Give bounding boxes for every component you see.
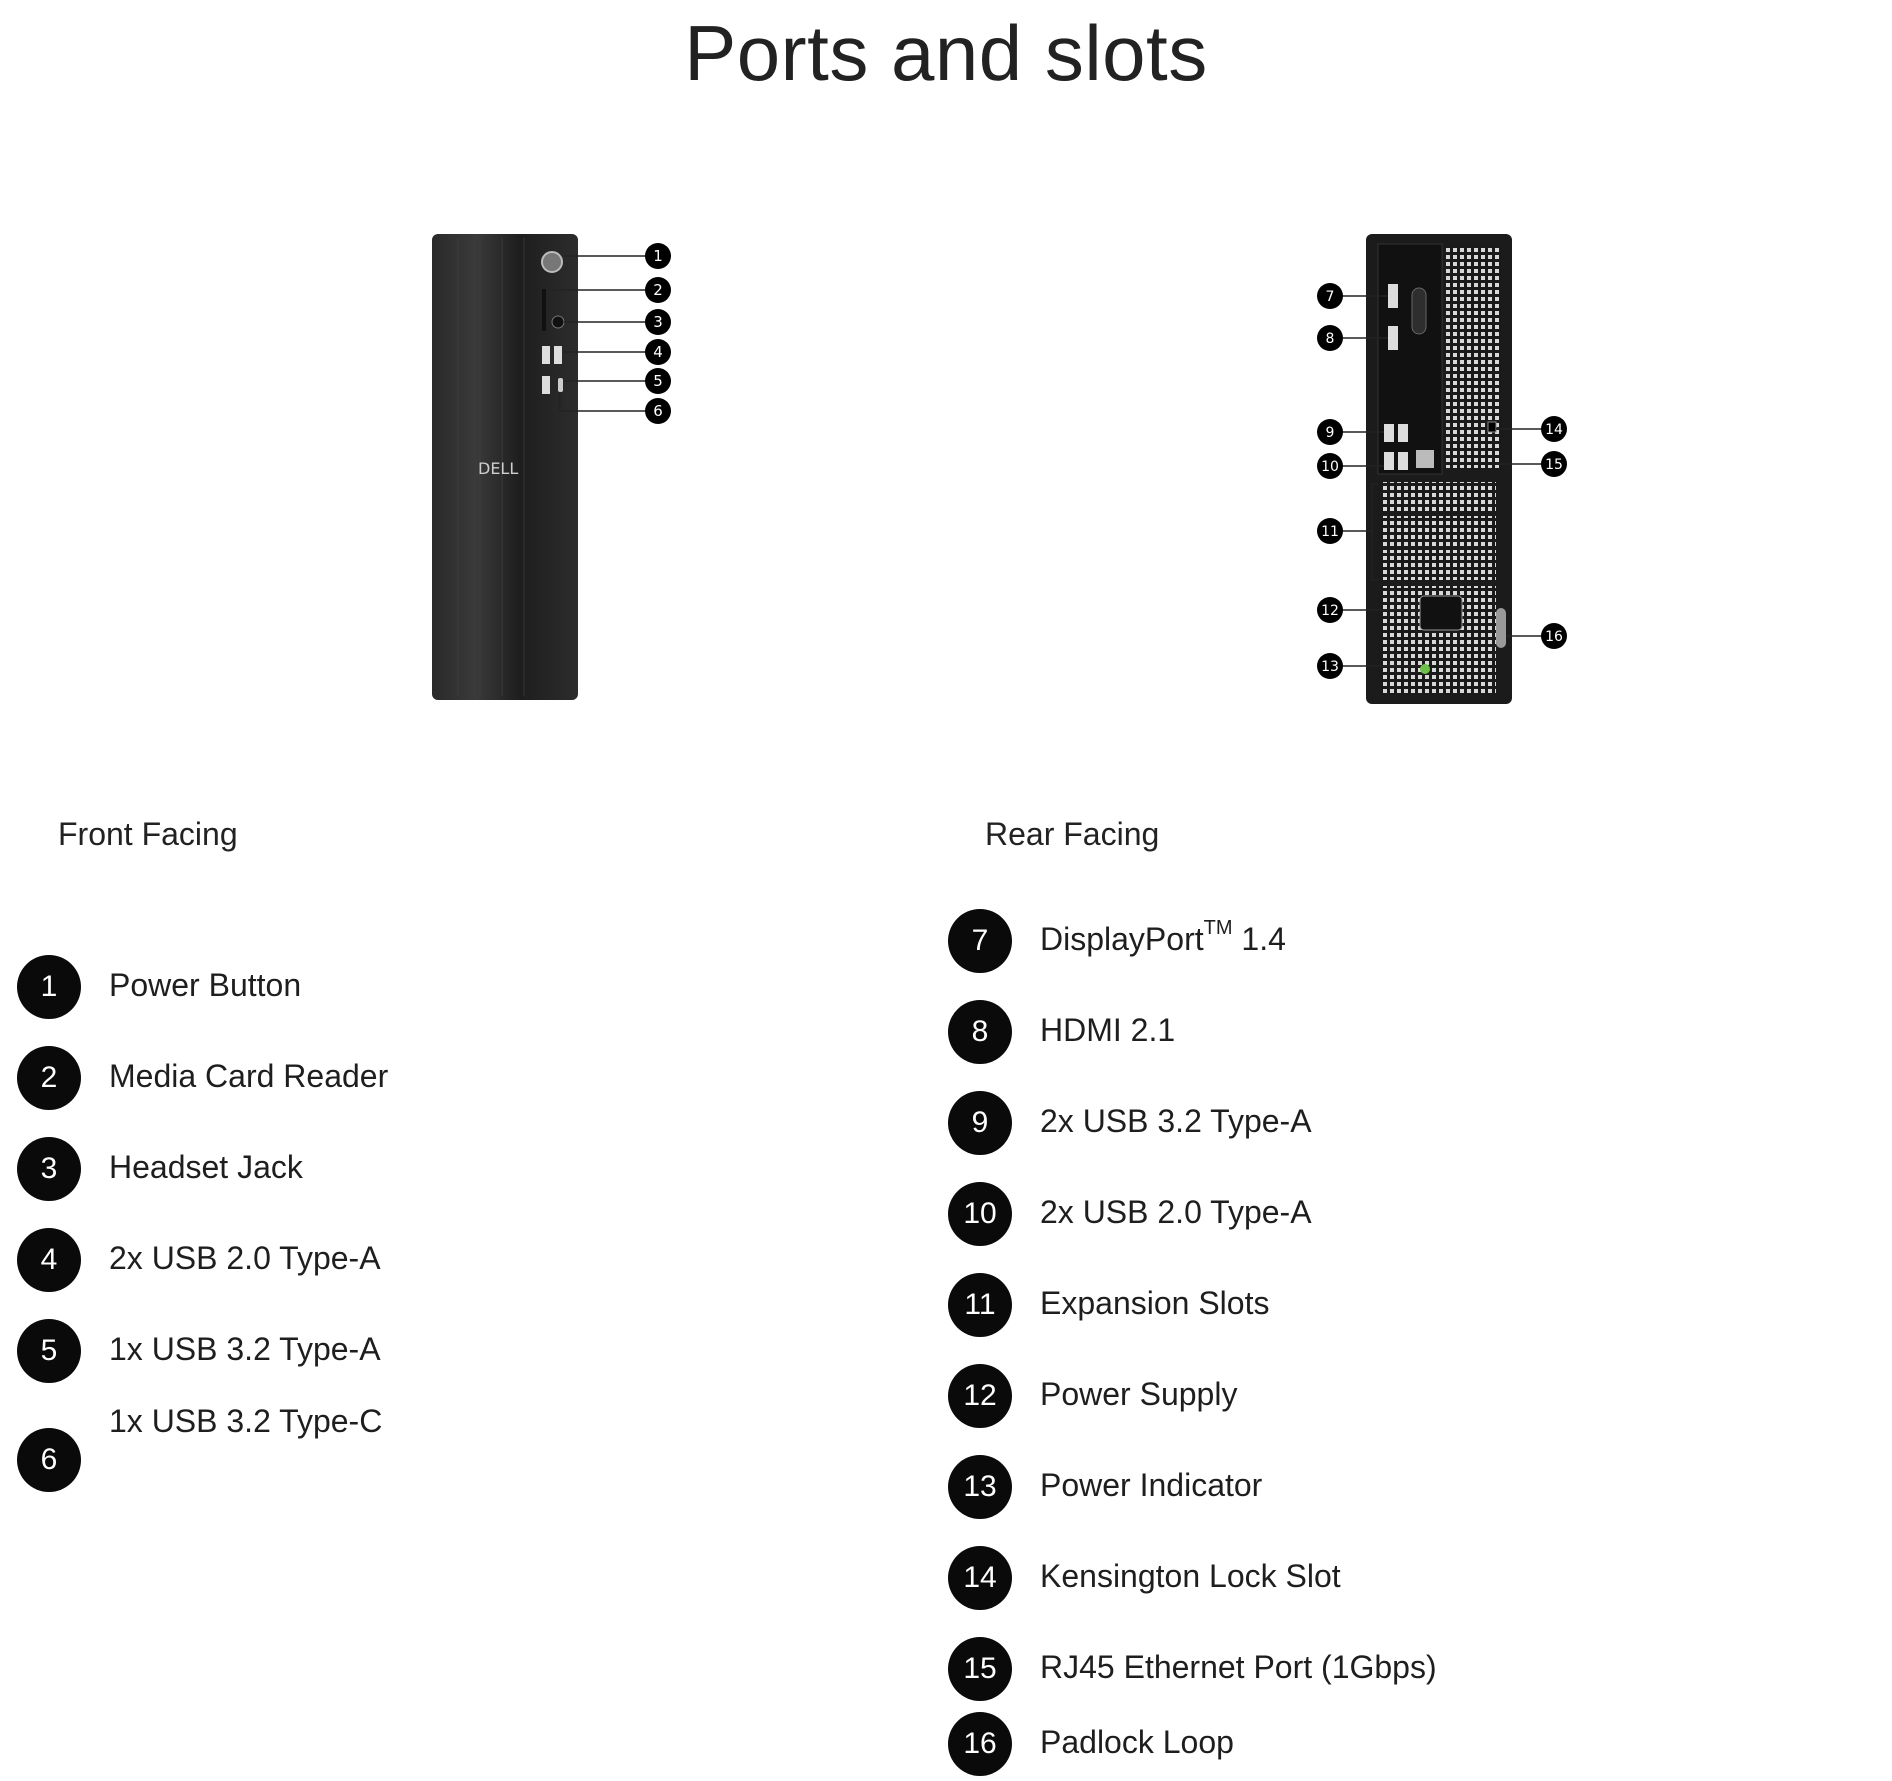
rear-facing-heading: Rear Facing [985, 816, 1160, 852]
svg-text:12: 12 [1321, 603, 1339, 619]
svg-text:5: 5 [653, 372, 663, 390]
number-badge: 9 [948, 1091, 1012, 1155]
port-label: Power Button [109, 967, 302, 1003]
port-label: RJ45 Ethernet Port (1Gbps) [1040, 1649, 1437, 1685]
port-label: 2x USB 2.0 Type-A [1040, 1194, 1312, 1230]
number-badge: 12 [948, 1364, 1012, 1428]
number-badge: 13 [948, 1455, 1012, 1519]
rear-view-image: 7 8 9 10 11 12 13 14 15 16 [1317, 234, 1567, 704]
front-facing-heading: Front Facing [58, 816, 238, 852]
svg-text:13: 13 [1321, 659, 1339, 675]
svg-text:6: 6 [653, 402, 663, 420]
number-badge: 14 [948, 1546, 1012, 1610]
number-badge: 15 [948, 1637, 1012, 1701]
number-badge: 3 [17, 1137, 81, 1201]
number-badge: 4 [17, 1228, 81, 1292]
svg-text:8: 8 [1326, 331, 1335, 347]
port-label: DisplayPortTM 1.4 [1040, 917, 1286, 957]
svg-text:3: 3 [653, 313, 663, 331]
svg-text:15: 15 [1545, 457, 1563, 473]
port-label: Media Card Reader [109, 1058, 389, 1094]
svg-text:1: 1 [653, 247, 663, 265]
port-label: 2x USB 3.2 Type-A [1040, 1103, 1312, 1139]
number-badge: 6 [17, 1428, 81, 1492]
svg-text:11: 11 [1321, 524, 1339, 540]
port-label: 1x USB 3.2 Type-C [109, 1403, 383, 1439]
port-label: Headset Jack [109, 1149, 303, 1185]
port-label: Expansion Slots [1040, 1285, 1270, 1321]
port-label: 1x USB 3.2 Type-A [109, 1331, 381, 1367]
page-title: Ports and slots [684, 9, 1208, 97]
svg-text:7: 7 [1326, 289, 1335, 305]
front-view-image: DELL 1 2 3 4 5 6 [432, 234, 671, 700]
dell-logo: DELL [478, 459, 518, 478]
svg-text:9: 9 [1326, 425, 1335, 441]
svg-text:14: 14 [1545, 422, 1563, 438]
number-badge: 8 [948, 1000, 1012, 1064]
number-badge: 5 [17, 1319, 81, 1383]
trademark-sup: TM [1203, 917, 1233, 940]
port-label: Kensington Lock Slot [1040, 1558, 1341, 1594]
svg-text:2: 2 [653, 281, 663, 299]
number-badge: 7 [948, 909, 1012, 973]
number-badge: 16 [948, 1712, 1012, 1776]
number-badge: 11 [948, 1273, 1012, 1337]
svg-text:16: 16 [1545, 629, 1563, 645]
svg-text:4: 4 [653, 343, 663, 361]
number-badge: 10 [948, 1182, 1012, 1246]
port-label: 2x USB 2.0 Type-A [109, 1240, 381, 1276]
svg-text:10: 10 [1321, 459, 1339, 475]
port-label: Padlock Loop [1040, 1724, 1234, 1760]
port-label: HDMI 2.1 [1040, 1012, 1176, 1048]
port-label: Power Indicator [1040, 1467, 1263, 1503]
number-badge: 1 [17, 955, 81, 1019]
number-badge: 2 [17, 1046, 81, 1110]
port-label: Power Supply [1040, 1376, 1238, 1412]
